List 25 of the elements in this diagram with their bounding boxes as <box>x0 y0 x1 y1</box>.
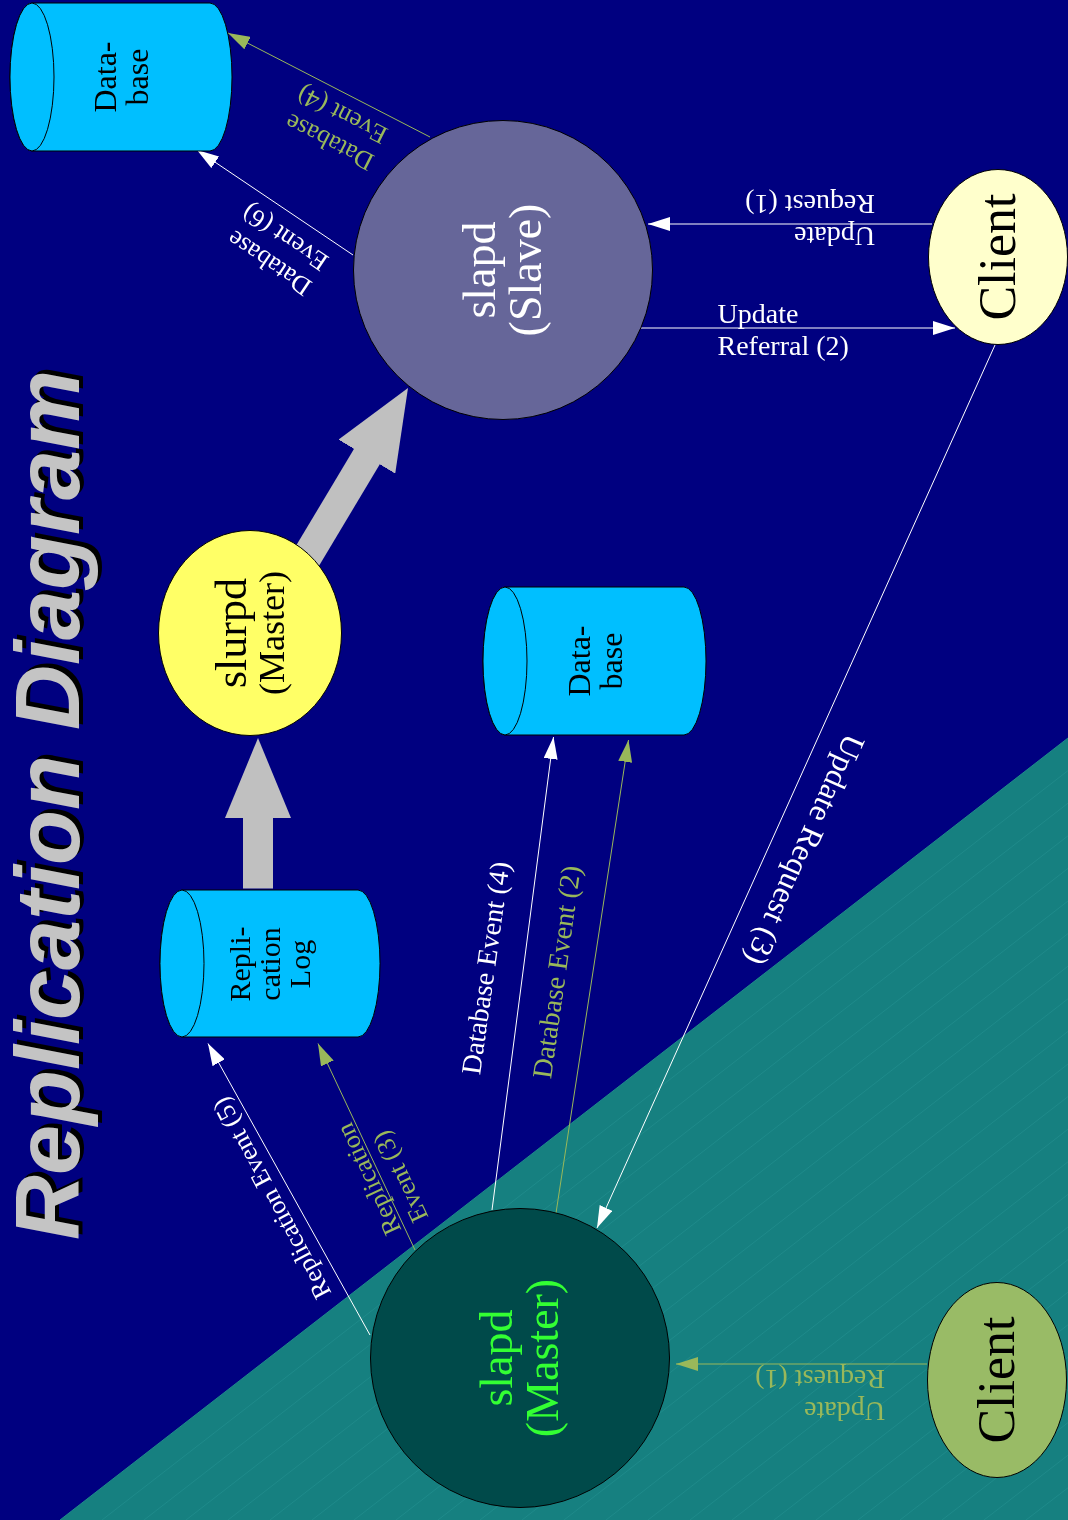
arrow <box>675 1357 928 1371</box>
node-label: Data- base <box>562 624 627 699</box>
thick-arrow <box>225 738 291 889</box>
node-label: Data- base <box>89 40 153 115</box>
arrow <box>317 1043 416 1251</box>
arrow <box>639 321 956 335</box>
title: Replication Diagram <box>0 369 99 1241</box>
edge-label: Database Event (2) <box>525 862 588 1083</box>
arrow <box>207 1043 371 1336</box>
node-label: Client <box>971 1316 1023 1444</box>
arrow <box>491 736 558 1211</box>
arrow <box>647 217 933 231</box>
node-label: slapd <box>457 221 503 319</box>
arrow <box>227 32 431 138</box>
edge-label: Update Request (1) <box>754 1363 885 1428</box>
edge-label: Update Referral (2) <box>717 297 850 363</box>
edge-label: Database Event (4) <box>454 858 517 1079</box>
node-label: (Master) <box>254 571 290 695</box>
node-label: slurpd <box>210 578 254 688</box>
arrow <box>555 739 633 1214</box>
node-label: slapd <box>474 1309 520 1407</box>
node-label: Client <box>972 193 1024 321</box>
node-label: Repli- cation Log <box>225 925 315 1003</box>
arrow <box>596 344 996 1229</box>
edge-label: Update Request (1) <box>744 188 875 253</box>
